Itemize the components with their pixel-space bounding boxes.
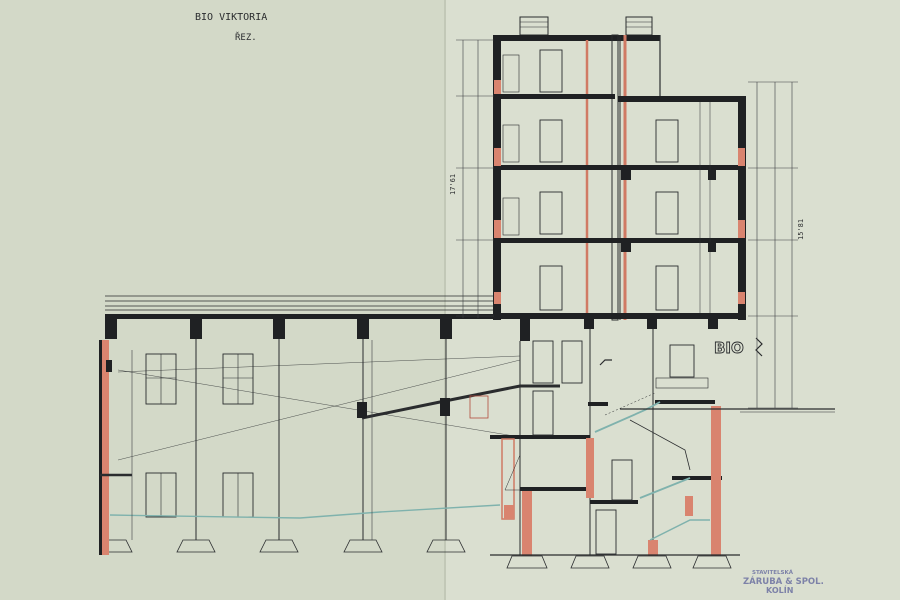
lobby-section	[490, 319, 835, 569]
sign-arrow	[755, 337, 763, 357]
stamp-line2: ZÁRUBA & SPOL.	[743, 575, 824, 587]
cinema-hall	[99, 295, 560, 555]
drawing-title: BIO VIKTORIA	[195, 12, 267, 23]
apartment-tower	[493, 16, 746, 321]
dimension-lines	[131, 39, 798, 540]
paper-left	[0, 0, 445, 600]
cinema-sign: BIO	[714, 339, 744, 357]
right-height-label: 15'81	[797, 219, 805, 240]
drawing-subtitle: ŘEZ.	[235, 31, 257, 43]
total-height-label: 17'61	[449, 174, 457, 195]
stamp-line1: STAVITELSKÁ	[752, 569, 794, 576]
company-stamp: STAVITELSKÁ ZÁRUBA & SPOL. KOLÍN	[743, 569, 824, 595]
stamp-line3: KOLÍN	[766, 584, 793, 595]
